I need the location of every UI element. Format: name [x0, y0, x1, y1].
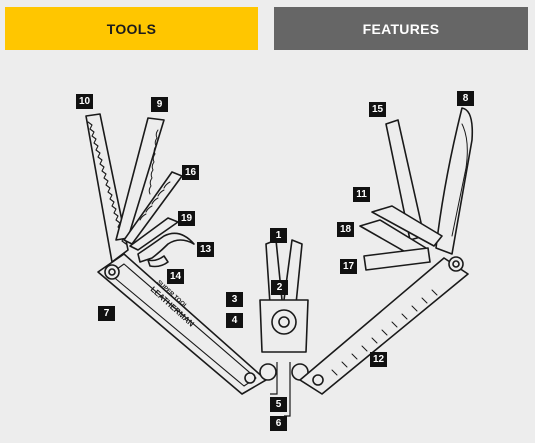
label-5[interactable]: 5: [270, 397, 287, 412]
main-blade-edge: [451, 123, 468, 237]
label-7[interactable]: 7: [98, 306, 115, 321]
label-16[interactable]: 16: [182, 165, 199, 180]
multitool-illustration: LEATHERMAN SUPER TOOL: [85, 107, 474, 417]
label-2[interactable]: 2: [271, 280, 288, 295]
multitool-diagram: LEATHERMAN SUPER TOOL 10 9 16 19 13 14 7…: [0, 60, 535, 443]
label-17[interactable]: 17: [340, 259, 357, 274]
handle-right: [299, 257, 469, 395]
label-4[interactable]: 4: [226, 313, 243, 328]
label-1[interactable]: 1: [270, 228, 287, 243]
ruler-marks: [331, 289, 438, 376]
leader-line-5: [270, 362, 278, 395]
handle-left-inner: [109, 263, 257, 387]
bit-driver: [363, 247, 431, 271]
phillips-screwdriver: [371, 205, 443, 247]
label-8[interactable]: 8: [457, 91, 474, 106]
label-3[interactable]: 3: [226, 292, 243, 307]
tab-features[interactable]: FEATURES: [274, 7, 528, 50]
serrated-edge: [148, 129, 159, 195]
tab-bar: TOOLS FEATURES: [0, 0, 535, 60]
tab-tools[interactable]: TOOLS: [5, 7, 258, 50]
label-6[interactable]: 6: [270, 416, 287, 431]
bottle-opener: [137, 232, 195, 263]
label-14[interactable]: 14: [167, 269, 184, 284]
screwdriver-small: [129, 217, 179, 251]
label-12[interactable]: 12: [370, 352, 387, 367]
can-opener: [147, 255, 169, 268]
file-grooves: [139, 181, 171, 221]
handle-left-rivet: [244, 372, 256, 384]
label-19[interactable]: 19: [178, 211, 195, 226]
label-13[interactable]: 13: [197, 242, 214, 257]
label-11[interactable]: 11: [353, 187, 370, 202]
label-10[interactable]: 10: [76, 94, 93, 109]
handle-right-rivet: [312, 374, 324, 386]
label-9[interactable]: 9: [151, 97, 168, 112]
label-15[interactable]: 15: [369, 102, 386, 117]
main-blade: [435, 107, 474, 255]
label-18[interactable]: 18: [337, 222, 354, 237]
plier-bottom-left: [259, 363, 277, 381]
